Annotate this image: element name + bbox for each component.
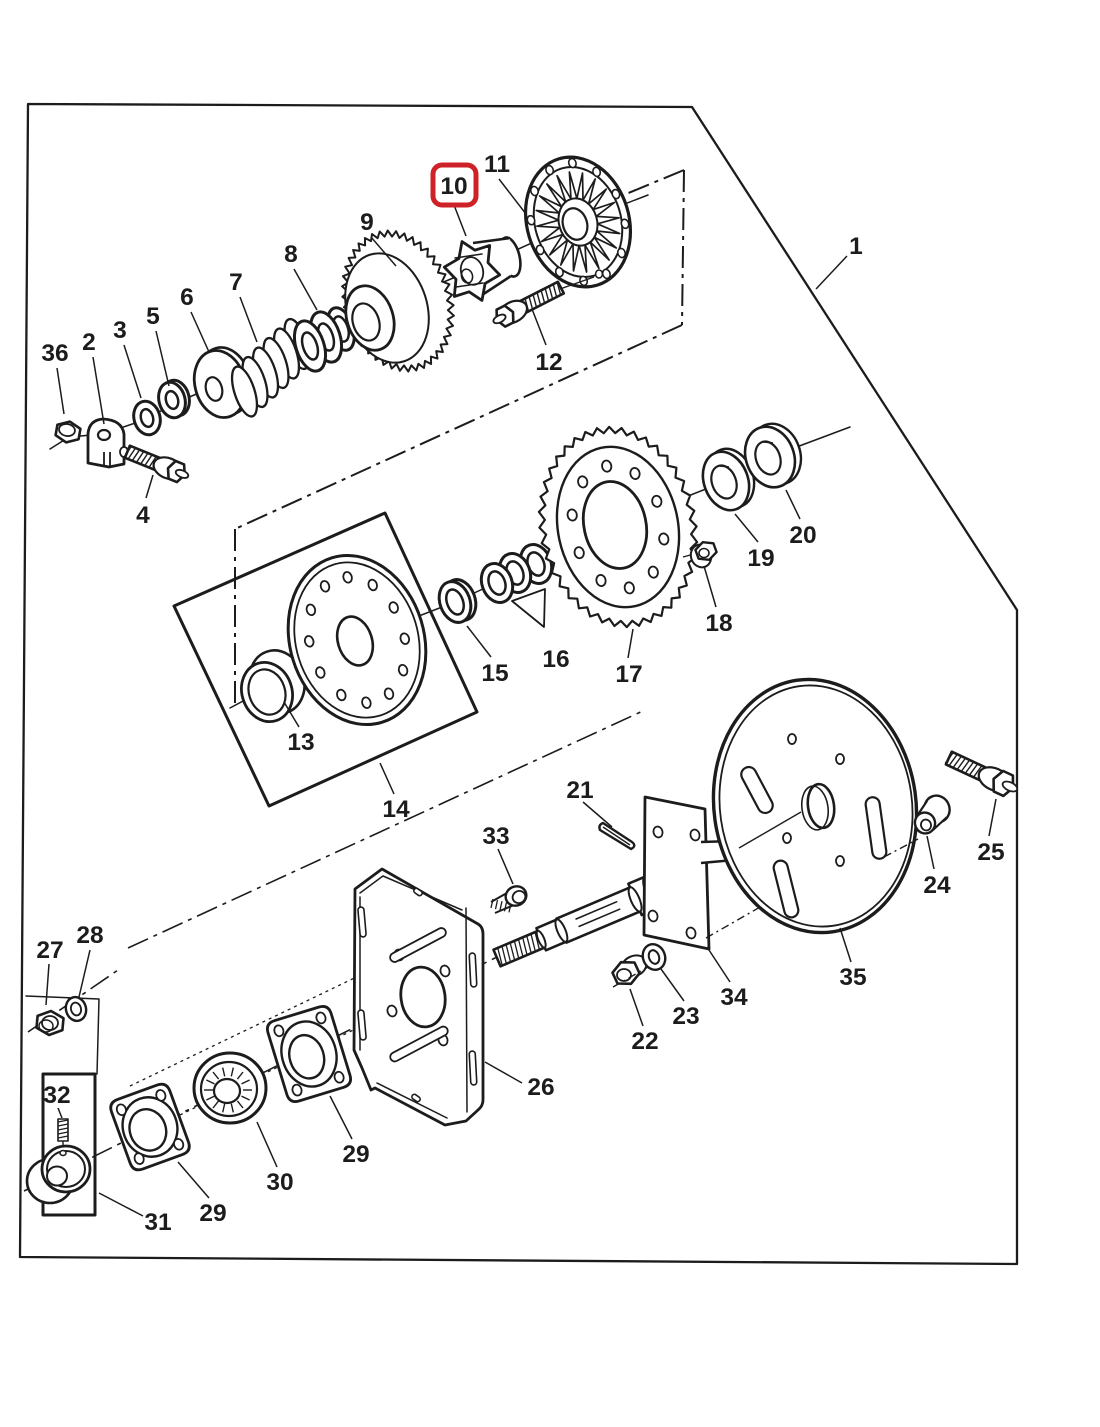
svg-text:28: 28: [76, 922, 103, 949]
svg-text:19: 19: [747, 545, 774, 572]
svg-text:6: 6: [180, 284, 194, 311]
svg-text:26: 26: [527, 1074, 554, 1101]
svg-text:8: 8: [284, 241, 298, 268]
svg-text:29: 29: [342, 1141, 369, 1168]
svg-text:17: 17: [615, 661, 642, 688]
svg-text:11: 11: [484, 151, 510, 178]
svg-text:15: 15: [481, 660, 508, 687]
svg-text:12: 12: [535, 349, 562, 376]
svg-text:1: 1: [849, 233, 863, 260]
svg-text:27: 27: [36, 937, 63, 964]
svg-text:5: 5: [146, 303, 160, 330]
svg-text:22: 22: [631, 1028, 658, 1055]
svg-text:35: 35: [839, 964, 866, 991]
svg-text:30: 30: [266, 1169, 293, 1196]
svg-text:29: 29: [199, 1200, 226, 1227]
svg-text:25: 25: [977, 839, 1004, 866]
svg-text:34: 34: [720, 984, 748, 1011]
svg-text:31: 31: [144, 1209, 171, 1236]
svg-text:13: 13: [287, 729, 314, 756]
svg-text:24: 24: [923, 872, 951, 899]
svg-text:3: 3: [113, 317, 127, 344]
svg-text:4: 4: [136, 502, 150, 529]
svg-text:9: 9: [360, 209, 374, 236]
svg-text:10: 10: [440, 173, 467, 200]
svg-text:20: 20: [789, 522, 816, 549]
svg-text:33: 33: [482, 823, 509, 850]
svg-text:36: 36: [41, 340, 68, 367]
svg-text:7: 7: [229, 269, 243, 296]
svg-text:18: 18: [705, 610, 732, 637]
svg-text:23: 23: [672, 1003, 699, 1030]
svg-text:32: 32: [43, 1082, 70, 1109]
svg-text:2: 2: [82, 329, 96, 356]
svg-text:16: 16: [542, 646, 569, 673]
svg-text:14: 14: [382, 796, 410, 823]
svg-text:21: 21: [566, 777, 593, 804]
